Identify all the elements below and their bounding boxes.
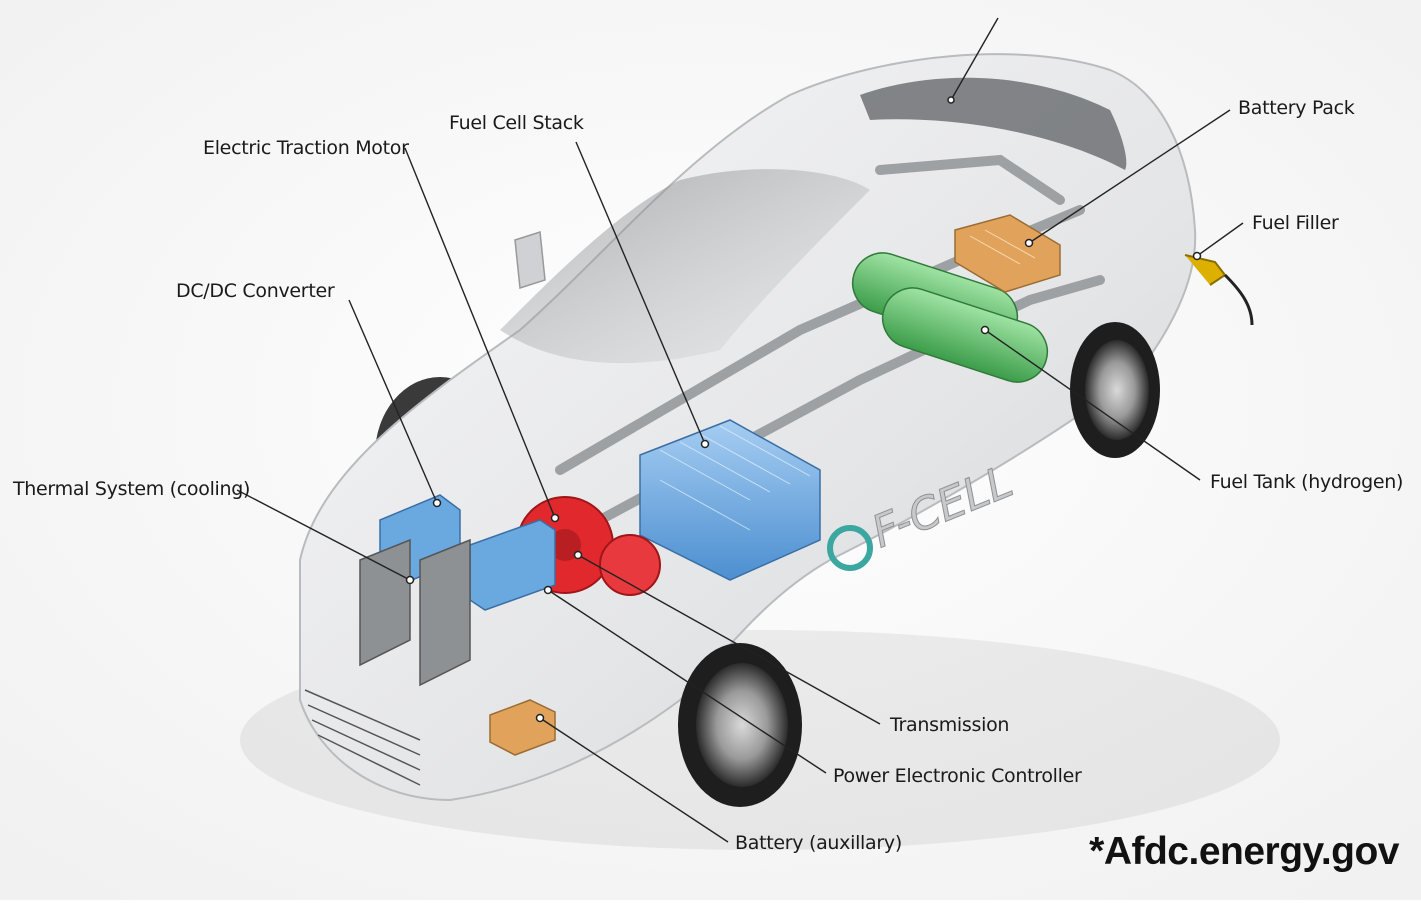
label-battery-pack: Battery Pack xyxy=(1238,97,1355,119)
front-grille xyxy=(304,689,421,786)
leader-line-dcdc xyxy=(348,299,438,504)
roof-glass xyxy=(860,77,1127,170)
front-near-wheel xyxy=(678,643,802,807)
fuel-filler-nozzle xyxy=(1184,254,1254,326)
leader-line-aux-battery xyxy=(539,717,729,843)
side-mirror xyxy=(514,231,546,289)
label-dcdc-converter: DC/DC Converter xyxy=(176,280,335,302)
leader-line-pec xyxy=(547,589,827,774)
label-fuel-filler: Fuel Filler xyxy=(1252,212,1339,234)
rear-near-wheel xyxy=(1070,322,1160,458)
leader-line-thermal xyxy=(236,489,411,581)
aux-battery-shape xyxy=(489,699,556,756)
leader-line-fuel-tank xyxy=(984,329,1201,481)
leader-line-roof xyxy=(950,17,999,101)
label-battery-auxiliary: Battery (auxillary) xyxy=(735,832,902,854)
source-credit: *Afdc.energy.gov xyxy=(1089,830,1399,873)
radiator-shape xyxy=(359,538,471,687)
battery-pack-shape xyxy=(954,214,1061,293)
leader-line-traction-motor xyxy=(404,147,556,519)
windshield xyxy=(500,169,870,364)
leader-line-battery-pack xyxy=(1028,109,1231,244)
label-power-electronic-controller: Power Electronic Controller xyxy=(833,765,1082,787)
leader-line-fuel-cell-stack xyxy=(575,141,706,445)
leader-line-transmission xyxy=(577,554,881,725)
leader-dots xyxy=(405,96,1202,723)
label-transmission: Transmission xyxy=(890,714,1010,736)
fuel-cell-stack-shape xyxy=(639,419,821,581)
leader-line-fuel-filler xyxy=(1196,222,1244,257)
label-electric-traction-motor: Electric Traction Motor xyxy=(203,137,409,159)
leader-lines xyxy=(236,17,1244,843)
label-thermal-system: Thermal System (cooling) xyxy=(13,478,251,500)
label-fuel-cell-stack: Fuel Cell Stack xyxy=(449,112,584,134)
label-fuel-tank: Fuel Tank (hydrogen) xyxy=(1210,471,1404,493)
fuel-tank-shape xyxy=(851,252,1049,383)
